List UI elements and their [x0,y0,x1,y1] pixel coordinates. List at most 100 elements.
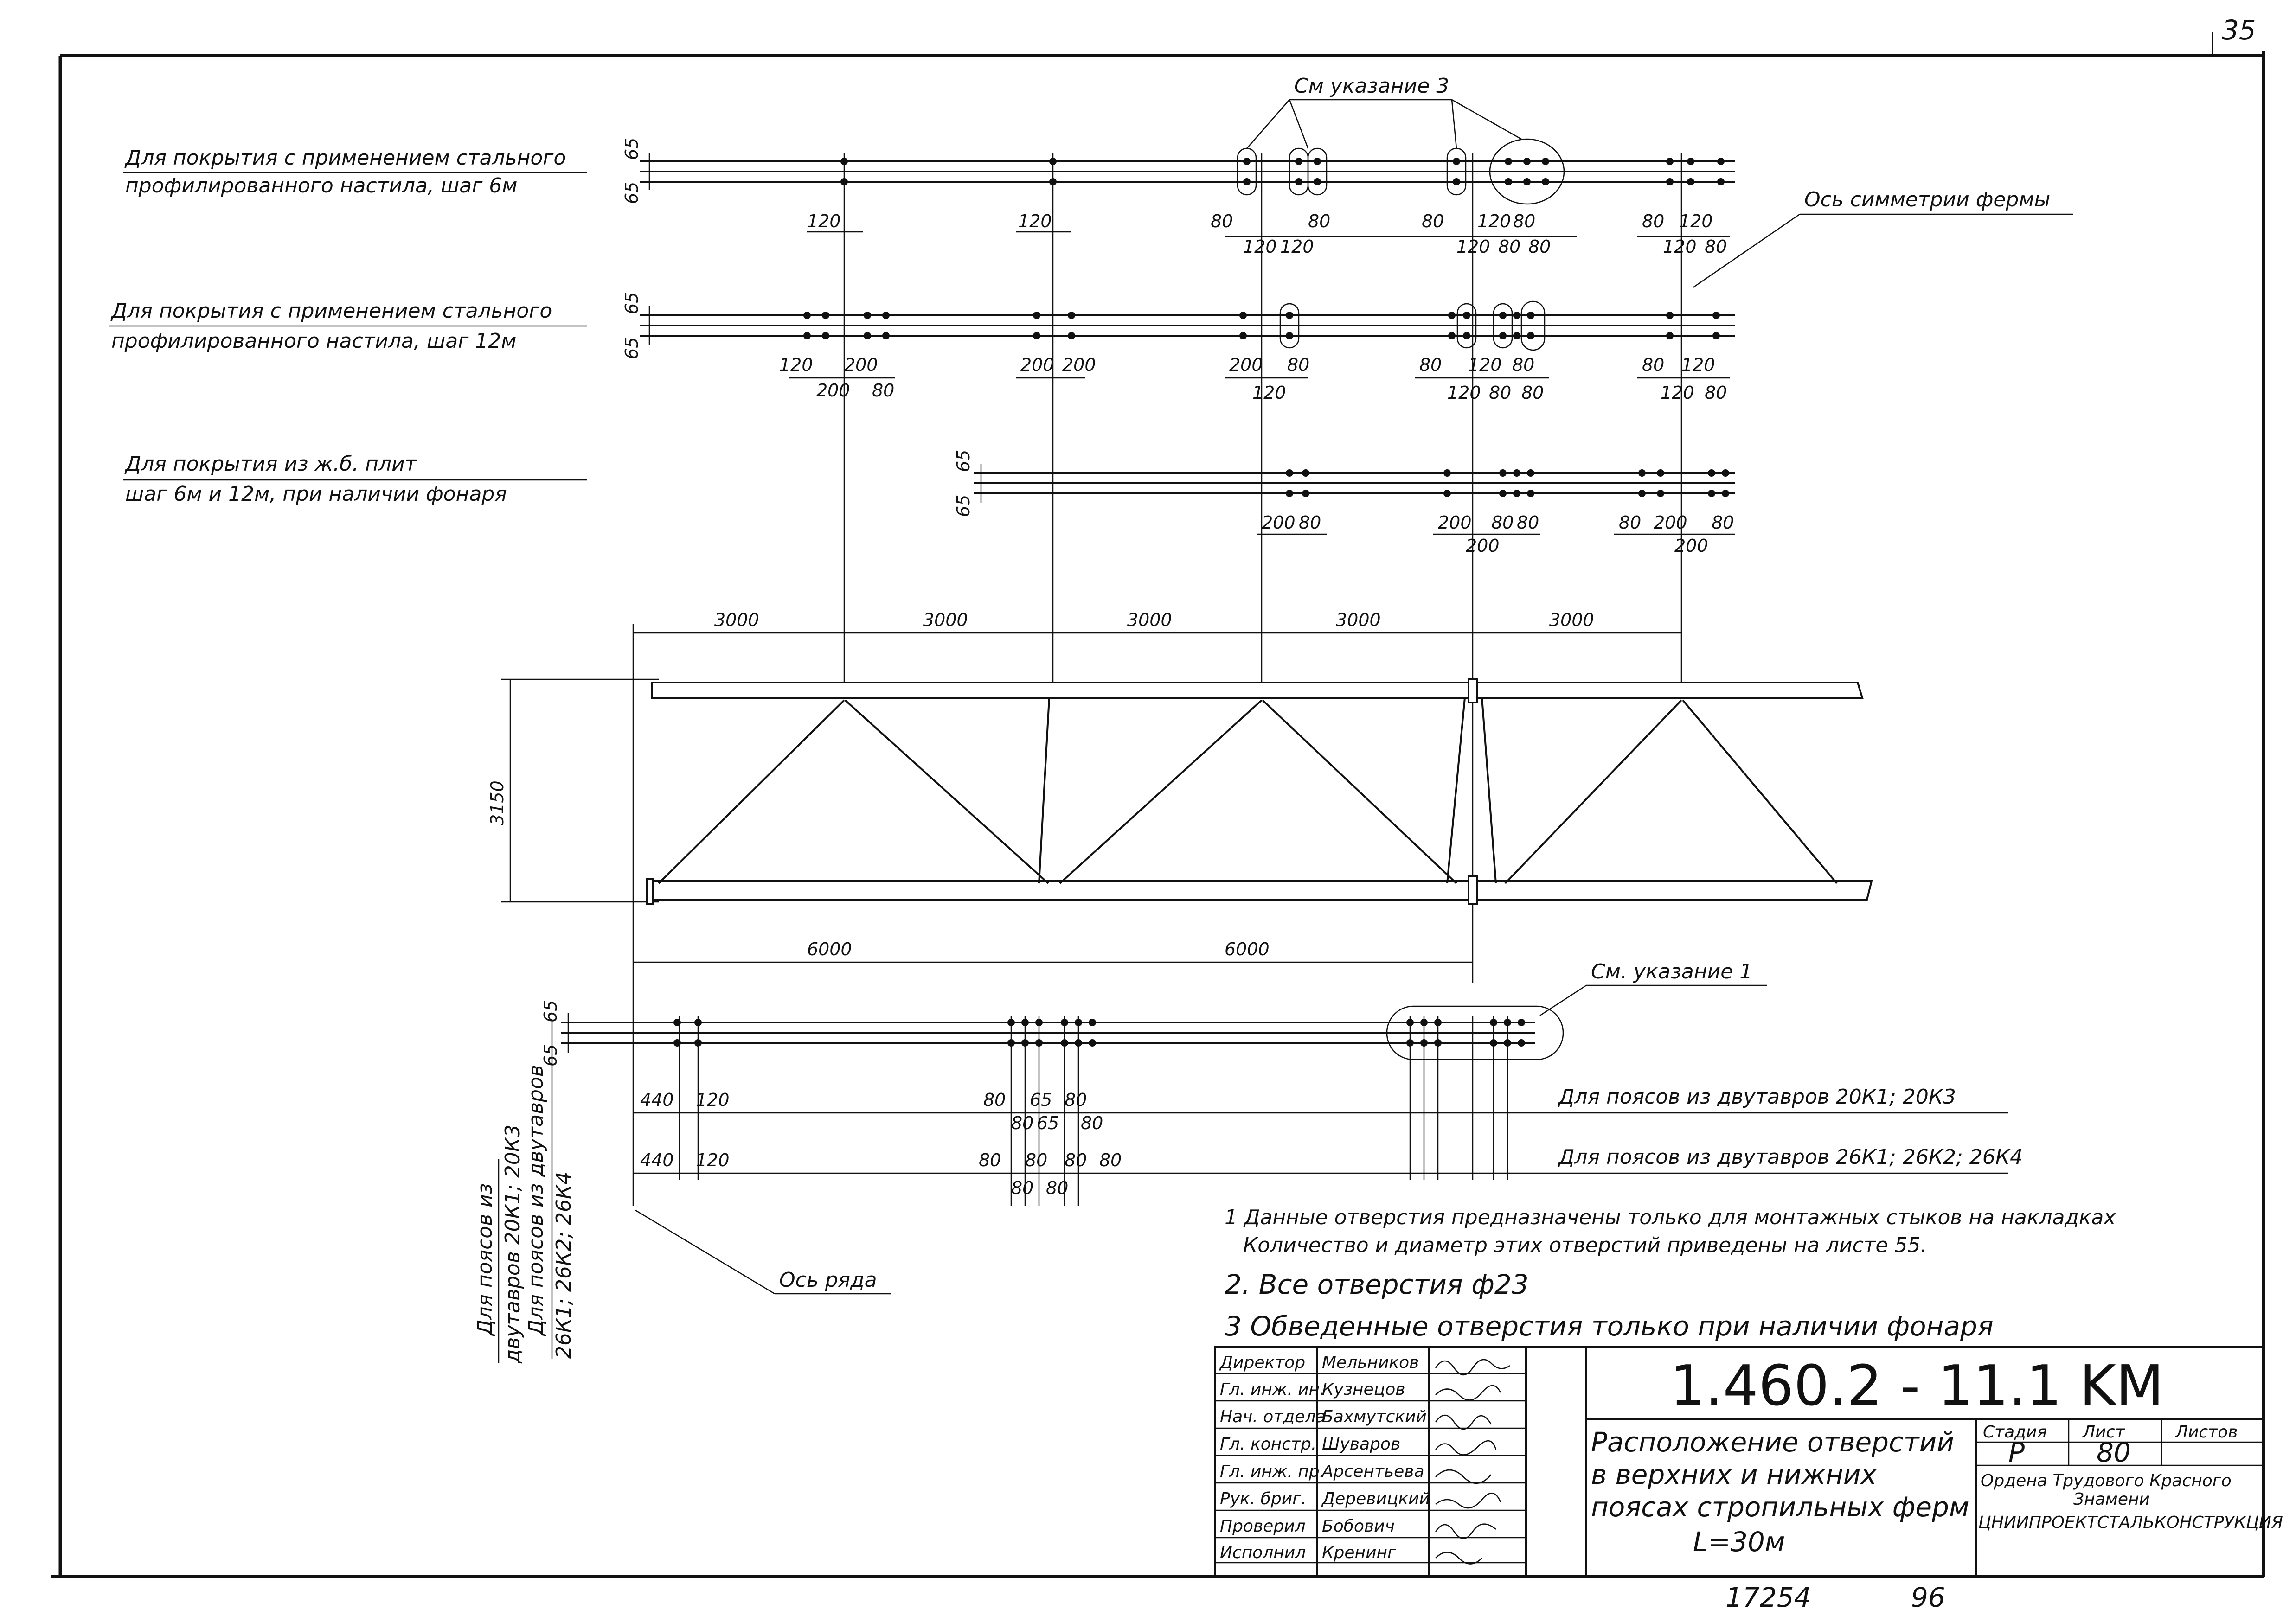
note-3: 3 Обведенные отверстия только при наличи… [1225,1310,1994,1342]
tb-name: Арсентьева [1321,1462,1424,1481]
projection-lines [632,153,1682,1206]
row3-dim-200: 200 [1466,536,1500,556]
panel-dim-3000: 3000 [1127,610,1172,630]
row2-dim-80: 80 [872,380,894,401]
tb-name: Бахмутский [1322,1407,1427,1426]
row2-dim-120: 120 [1252,383,1286,403]
panel-dim-3000: 3000 [1549,610,1594,630]
row1-dim-80: 80 [1308,211,1330,231]
row2-dim-200: 200 [1229,355,1263,375]
tb-name: Шуваров [1322,1435,1400,1454]
bottom-dim-80: 80 [983,1090,1006,1110]
row1-dim-80: 80 [1211,211,1233,231]
half-dim-6000: 6000 [1225,939,1270,959]
row3-dim-200: 200 [1654,512,1687,533]
note1-callout: См. указание 1 [1539,960,1767,1016]
bottom-chord-holes: 65 65 [540,1000,1564,1206]
row3-dim-80: 80 [1712,512,1734,533]
row1-flange-lines: 65 65 [622,138,1735,204]
bottom-line-b: Для поясов из двутавров 26К1; 26К2; 26К4 [1558,1145,2023,1169]
row2-dim-80: 80 [1512,355,1534,375]
title-block: Директор Гл. инж. ин. Нач. отдела Гл. ко… [1214,1346,2283,1578]
row1-dim-120: 120 [1679,211,1713,231]
half-span-dimensions: 6000 6000 [633,939,1473,963]
row1-label-line2: профилированного настила, шаг 6м [125,174,518,198]
row2-dim-200: 200 [1020,355,1054,375]
bottom-dim-80: 80 [1065,1090,1087,1110]
title-line-2: в верхних и нижних [1591,1459,1877,1490]
row1-dim-80: 80 [1498,236,1520,257]
row1-dim-120: 120 [1663,236,1697,257]
row2-dim-120: 120 [779,355,813,375]
row2-dim-120: 120 [1661,383,1694,403]
row2-holes [803,312,1720,339]
row1-dim-120: 120 [807,211,841,231]
row2-dim-200: 200 [1062,355,1096,375]
row2-dim-80: 80 [1287,355,1309,375]
row1-label-line1: Для покрытия с применением стального [124,146,566,170]
tb-name: Кренинг [1322,1543,1397,1562]
row3-dim-200: 200 [1674,536,1708,556]
bottom-line-a: Для поясов из двутавров 20К1; 20К3 [1558,1085,1956,1109]
title-line-3: поясах стропильных ферм [1591,1491,1969,1523]
row1-circled-holes [1237,138,1565,205]
tb-role: Рук. бриг. [1220,1489,1306,1508]
bottom-dim-rows: 440 120 80 65 80 80 65 80 Для поясов из … [633,1085,2023,1198]
tb-role: Исполнил [1220,1543,1306,1562]
row2-dim-120: 120 [1681,355,1715,375]
tb-name: Бобович [1322,1517,1395,1536]
tb-role: Нач. отдела [1220,1407,1326,1426]
row2-dim-120: 120 [1468,355,1502,375]
bottom-dim-440: 440 [640,1090,674,1110]
footer-number-2: 96 [1911,1582,1945,1613]
row3-dim-80: 80 [1491,512,1514,533]
row3-dim-80: 80 [1619,512,1641,533]
note3-callout: См указание 3 [1246,74,1522,149]
row-axis-text: Ось ряда [779,1268,877,1292]
drawing-code: 1.460.2 - 11.1 KM [1670,1354,2164,1418]
tb-role: Гл. инж. ин. [1220,1380,1325,1399]
row3-edge-dim-top: 65 [953,450,974,472]
half-dim-6000: 6000 [807,939,852,959]
bottom-dim-80: 80 [979,1150,1001,1170]
bottom-dim-80: 80 [1065,1150,1087,1170]
row2-edge-dim-top: 65 [622,292,642,314]
row3-dim-80: 80 [1299,512,1321,533]
row1-dim-120: 120 [1243,236,1277,257]
row2-dim-80: 80 [1489,383,1511,403]
tb-stage: Р [2008,1437,2025,1468]
row2-dim-80: 80 [1642,355,1664,375]
bottom-dim-80: 80 [1081,1113,1103,1133]
row1-dim-80: 80 [1422,211,1444,231]
tb-name: Деревицкий [1321,1489,1430,1508]
side-labels: Для поясов из двутавров 20К1; 20К3 Для п… [473,1020,576,1364]
bottom-dim-80: 80 [1025,1150,1047,1170]
tb-role: Гл. инж. пр. [1220,1462,1325,1481]
signature-scribbles [1435,1359,1510,1565]
row2-label-line2: профилированного настила, шаг 12м [111,329,517,353]
bottom-dim-80: 80 [1011,1178,1033,1198]
tb-stage-label: Стадия [1983,1423,2047,1442]
note-1-line1: 1 Данные отверстия предназначены только … [1225,1206,2116,1229]
tb-name: Кузнецов [1322,1380,1405,1399]
row1-dim-80: 80 [1705,236,1727,257]
row1-dim-120: 120 [1018,211,1052,231]
tb-org-line2: Знамени [2073,1490,2150,1509]
panel-dim-3000: 3000 [1336,610,1381,630]
notes-block: 1 Данные отверстия предназначены только … [1225,1206,2116,1342]
row1-dim-80: 80 [1528,236,1551,257]
title-line-1: Расположение отверстий [1591,1426,1954,1458]
row2-label: Для покрытия с применением стального про… [109,299,587,353]
bottom-dim-440: 440 [640,1150,674,1170]
tb-sheet-label: Лист [2082,1423,2125,1442]
tb-role: Гл. констр. [1220,1435,1316,1454]
row3-dim-80: 80 [1517,512,1539,533]
side-label-b-1: Для поясов из двутавров [524,1065,548,1336]
row3-label: Для покрытия из ж.б. плит шаг 6м и 12м, … [123,452,587,506]
tb-role: Проверил [1220,1517,1306,1536]
symmetry-axis-callout: Ось симметрии фермы [1693,188,2073,288]
footer-number-1: 17254 [1725,1582,1811,1613]
bottom-dim-120: 120 [696,1090,730,1110]
row2-edge-dim-bottom: 65 [622,337,642,359]
